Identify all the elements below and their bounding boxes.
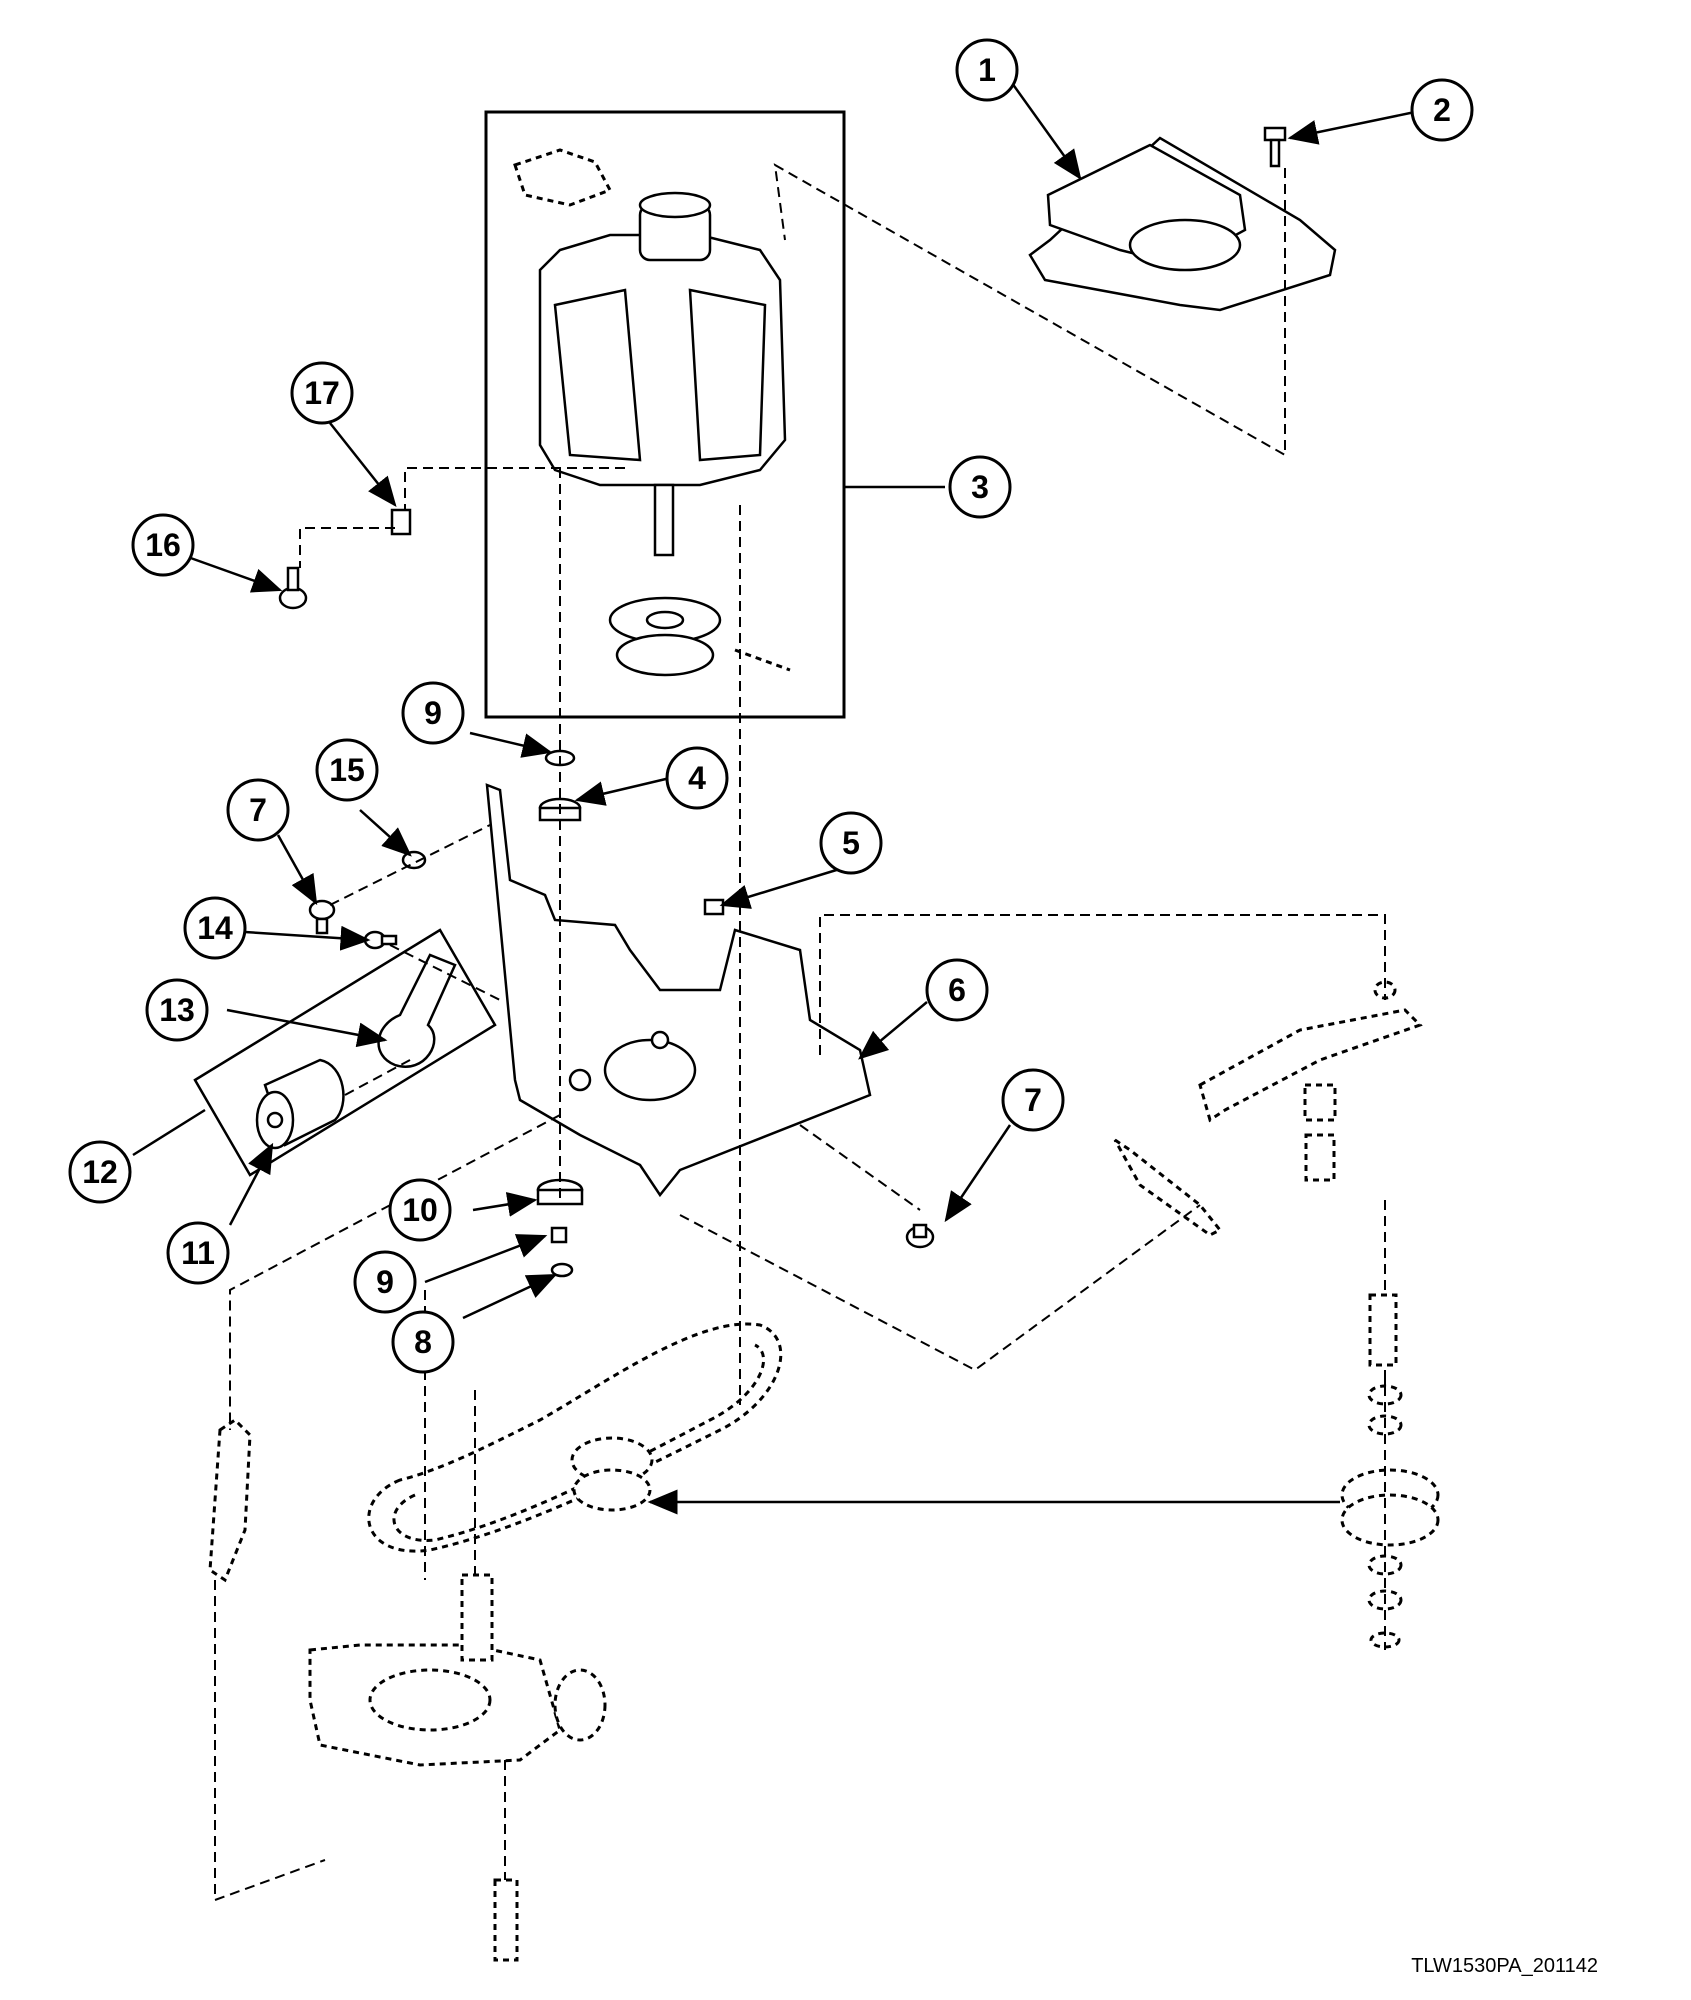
screw-part-7-right <box>905 1223 935 1249</box>
callout-2: 2 <box>1410 78 1474 142</box>
clip-part-17 <box>390 508 412 536</box>
svg-text:6: 6 <box>948 972 966 1008</box>
capacitor-part-11 <box>255 1058 345 1150</box>
svg-text:17: 17 <box>304 375 340 411</box>
svg-text:11: 11 <box>181 1235 215 1271</box>
svg-text:9: 9 <box>376 1264 394 1300</box>
callout-6: 6 <box>925 958 989 1022</box>
callout-16: 16 <box>131 513 195 577</box>
alignment-lines <box>214 163 1386 1902</box>
svg-text:7: 7 <box>1024 1082 1042 1118</box>
callout-3: 3 <box>948 455 1012 519</box>
svg-text:8: 8 <box>414 1324 432 1360</box>
callout-10: 10 <box>388 1178 452 1242</box>
motor-group-frame <box>484 110 846 719</box>
callout-17: 17 <box>290 361 354 425</box>
svg-text:7: 7 <box>249 792 267 828</box>
svg-text:1: 1 <box>978 52 996 88</box>
screw-part-7-left <box>308 899 336 935</box>
svg-text:13: 13 <box>159 992 195 1028</box>
callout-13: 13 <box>145 978 209 1042</box>
callout-8: 8 <box>391 1310 455 1374</box>
callout-5: 5 <box>819 811 883 875</box>
callout-4: 4 <box>665 746 729 810</box>
callout-9-bottom: 9 <box>353 1250 417 1314</box>
washer-part-9-bottom <box>550 1226 568 1244</box>
capacitor-group <box>193 928 497 1177</box>
svg-text:14: 14 <box>197 910 233 946</box>
callout-7-right: 7 <box>1001 1068 1065 1132</box>
screw-part-16 <box>278 566 308 610</box>
svg-text:15: 15 <box>329 752 365 788</box>
callout-7-left: 7 <box>226 778 290 842</box>
svg-text:10: 10 <box>402 1192 438 1228</box>
svg-text:4: 4 <box>688 760 706 796</box>
motor-part <box>513 148 791 677</box>
clamp-part-13 <box>377 953 457 1068</box>
callout-11: 11 <box>166 1221 230 1285</box>
motor-bracket-part <box>485 783 872 1198</box>
nut-part-8 <box>550 1262 574 1278</box>
svg-text:2: 2 <box>1433 92 1451 128</box>
svg-text:9: 9 <box>424 695 442 731</box>
callout-12: 12 <box>68 1140 132 1204</box>
callout-14: 14 <box>183 896 247 960</box>
idler-assembly-ghost <box>1113 980 1440 1649</box>
transmission-ghost <box>208 1322 783 1962</box>
nut-part-5 <box>703 898 725 916</box>
svg-text:3: 3 <box>971 469 989 505</box>
leader-lines <box>132 82 1416 1515</box>
svg-text:5: 5 <box>842 825 860 861</box>
svg-text:12: 12 <box>82 1154 118 1190</box>
screw-part-2 <box>1263 126 1287 168</box>
callout-1: 1 <box>955 38 1019 102</box>
svg-text:16: 16 <box>145 527 181 563</box>
callout-15: 15 <box>315 738 379 802</box>
callout-9-top: 9 <box>401 681 465 745</box>
diagram-code: TLW1530PA_201142 <box>1411 1955 1598 1977</box>
motor-cover-part <box>1028 136 1337 312</box>
